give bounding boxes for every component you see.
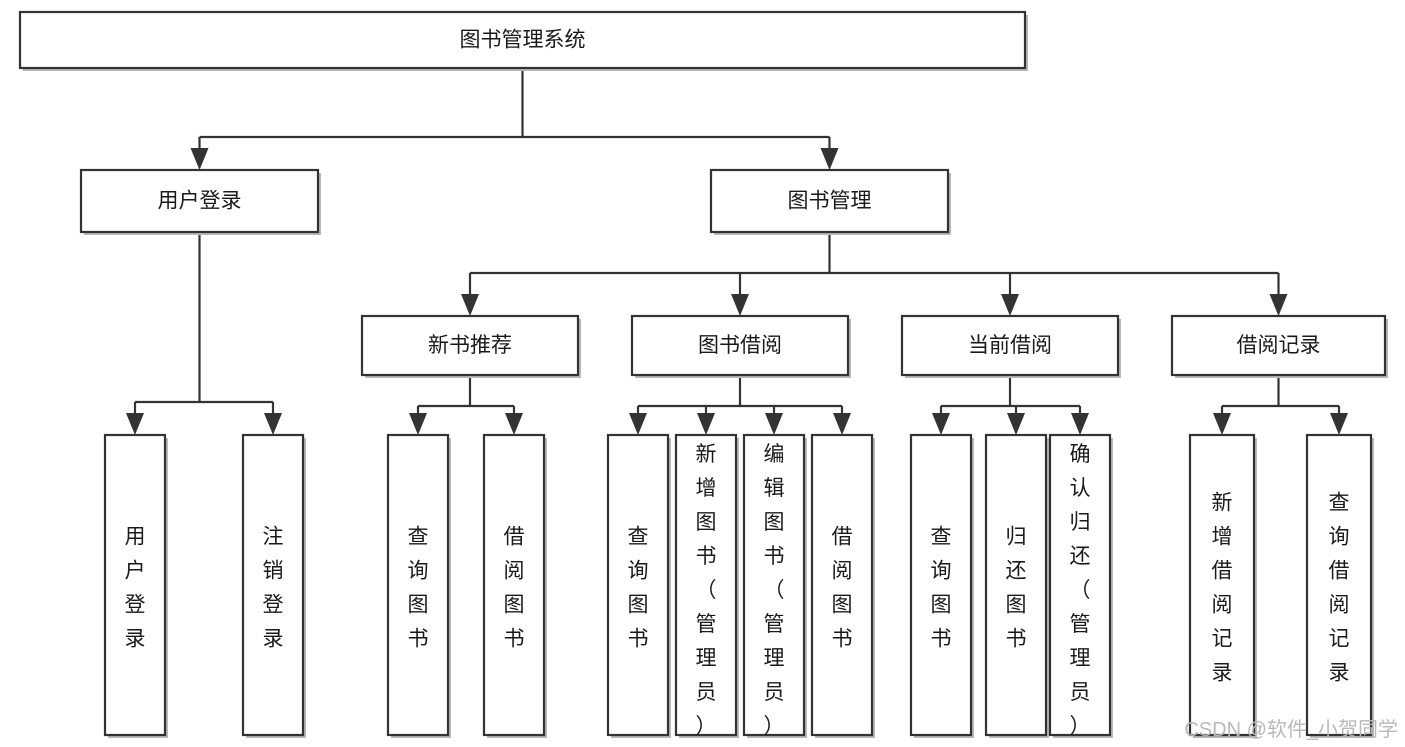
node-leaf-user-login-label: 用户登录 (125, 526, 146, 651)
arrow-head-icon (505, 413, 523, 435)
arrow-head-icon (833, 413, 851, 435)
node-book-management-label: 图书管理 (788, 190, 872, 213)
arrow-head-icon (629, 413, 647, 435)
node-leaf-add-borrow-record[interactable]: 新增借阅记录 (1188, 433, 1257, 738)
node-leaf-confirm-return[interactable]: 确认归还（管理员） (1048, 433, 1113, 738)
node-leaf-return-book[interactable]: 归还图书 (984, 433, 1049, 738)
node-book-management[interactable]: 图书管理 (709, 168, 951, 235)
arrow-head-icon (1269, 294, 1288, 316)
node-leaf-query-book-3[interactable]: 查询图书 (909, 433, 974, 738)
arrow-head-icon (1001, 294, 1019, 316)
node-leaf-query-book-2-rect[interactable] (606, 433, 670, 737)
node-leaf-query-book-1-label: 查询图书 (408, 526, 429, 651)
node-leaf-logout-login-rect[interactable] (241, 433, 305, 737)
node-leaf-user-login-rect[interactable] (103, 433, 167, 737)
node-leaf-logout-login-label: 注销登录 (263, 526, 284, 651)
arrow-head-icon (1213, 413, 1231, 435)
arrow-head-icon (1071, 413, 1089, 435)
node-current-borrow-label: 当前借阅 (968, 334, 1052, 357)
node-borrow-record-label: 借阅记录 (1237, 334, 1321, 357)
node-borrow-record[interactable]: 借阅记录 (1170, 314, 1388, 378)
node-leaf-borrow-book-2-rect[interactable] (810, 433, 874, 737)
node-book-management-rect[interactable] (709, 168, 950, 234)
arrow-head-icon (820, 148, 839, 170)
node-leaf-query-borrow-record-rect[interactable] (1305, 433, 1373, 737)
arrow-head-icon (697, 413, 715, 435)
node-leaf-edit-book[interactable]: 编辑图书（管理员） (742, 433, 807, 738)
node-leaf-add-borrow-record-label: 新增借阅记录 (1212, 492, 1233, 685)
arrow-head-icon (461, 294, 479, 316)
node-root-rect[interactable] (18, 10, 1027, 70)
arrow-head-icon (1007, 413, 1025, 435)
arrow-head-icon (264, 413, 282, 435)
node-user-login-rect[interactable] (79, 168, 320, 234)
node-leaf-borrow-book-1-rect[interactable] (482, 433, 546, 737)
node-leaf-return-book-label: 归还图书 (1006, 526, 1027, 651)
node-leaf-borrow-book-1-label: 借阅图书 (504, 526, 525, 651)
node-leaf-query-book-1[interactable]: 查询图书 (386, 433, 451, 738)
node-root-label: 图书管理系统 (460, 29, 586, 52)
node-leaf-borrow-book-2-label: 借阅图书 (832, 526, 853, 651)
arrow-head-icon (731, 294, 749, 316)
arrow-head-icon (765, 413, 783, 435)
node-leaf-query-book-2[interactable]: 查询图书 (606, 433, 671, 738)
node-current-borrow-rect[interactable] (900, 314, 1120, 377)
node-leaf-query-book-3-label: 查询图书 (931, 526, 952, 651)
node-leaf-borrow-book-1[interactable]: 借阅图书 (482, 433, 547, 738)
node-leaf-add-book[interactable]: 新增图书（管理员） (674, 433, 739, 738)
node-leaf-add-book-rect[interactable] (674, 433, 738, 737)
node-leaf-edit-book-label: 编辑图书（管理员） (764, 443, 785, 738)
node-leaf-add-borrow-record-rect[interactable] (1188, 433, 1256, 737)
node-leaf-return-book-rect[interactable] (984, 433, 1048, 737)
node-borrow-record-rect[interactable] (1170, 314, 1387, 377)
node-new-book-recommend-rect[interactable] (360, 314, 580, 377)
arrow-head-icon (190, 148, 209, 170)
node-leaf-borrow-book-2[interactable]: 借阅图书 (810, 433, 875, 738)
node-leaf-query-book-2-label: 查询图书 (628, 526, 649, 651)
node-leaf-query-book-1-rect[interactable] (386, 433, 450, 737)
node-leaf-confirm-return-label: 确认归还（管理员） (1070, 443, 1091, 738)
node-user-login[interactable]: 用户登录 (79, 168, 321, 235)
node-leaf-query-borrow-record[interactable]: 查询借阅记录 (1305, 433, 1374, 738)
node-leaf-query-book-3-rect[interactable] (909, 433, 973, 737)
node-leaf-confirm-return-rect[interactable] (1048, 433, 1112, 737)
arrow-head-icon (932, 413, 950, 435)
node-leaf-query-borrow-record-label: 查询借阅记录 (1329, 492, 1350, 685)
node-new-book-recommend-label: 新书推荐 (428, 334, 512, 357)
node-leaf-logout-login[interactable]: 注销登录 (241, 433, 306, 738)
node-layer: 图书管理系统用户登录图书管理新书推荐图书借阅当前借阅借阅记录用户登录注销登录查询… (18, 10, 1388, 738)
node-root[interactable]: 图书管理系统 (18, 10, 1028, 71)
node-leaf-add-book-label: 新增图书（管理员） (696, 443, 717, 738)
node-user-login-label: 用户登录 (158, 190, 242, 213)
csdn-watermark: CSDN @软件_小贺同学 (1184, 718, 1398, 741)
node-book-borrow-rect[interactable] (630, 314, 850, 377)
arrow-head-icon (126, 413, 144, 435)
arrow-head-icon (1330, 413, 1348, 435)
node-leaf-user-login[interactable]: 用户登录 (103, 433, 168, 738)
node-book-borrow-label: 图书借阅 (698, 334, 782, 357)
arrow-head-icon (409, 413, 427, 435)
connector-layer (126, 68, 1348, 435)
node-new-book-recommend[interactable]: 新书推荐 (360, 314, 581, 378)
node-current-borrow[interactable]: 当前借阅 (900, 314, 1121, 378)
node-book-borrow[interactable]: 图书借阅 (630, 314, 851, 378)
node-leaf-edit-book-rect[interactable] (742, 433, 806, 737)
